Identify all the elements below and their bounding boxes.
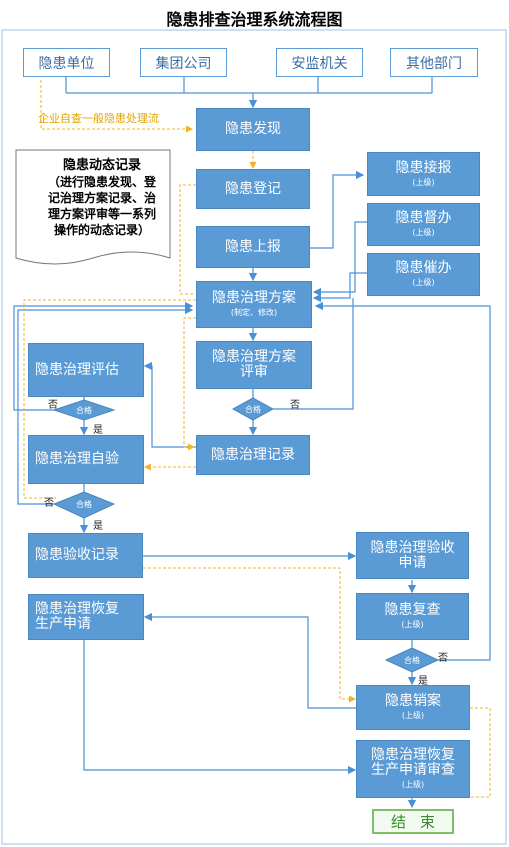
no-label-review: 否 xyxy=(290,400,300,411)
step-report: 隐患上报 xyxy=(196,226,310,268)
decision-label-review: 合格 xyxy=(245,405,261,414)
decision-label-evaluate: 合格 xyxy=(76,406,92,415)
self-check-note: 企业自查一般隐患处理流 xyxy=(38,112,159,125)
step-treat-record: 隐患治理记录 xyxy=(196,435,310,475)
decision-diamond-recheck xyxy=(384,647,440,673)
dynamic-record-line: 记治理方案记录、治 xyxy=(47,191,156,205)
step-receive: 隐患接报 (上级) xyxy=(367,152,480,196)
document-shape xyxy=(15,149,171,265)
step-evaluate: 隐患治理评估 xyxy=(28,343,144,397)
decision-label-recheck: 合格 xyxy=(404,656,420,665)
no-label-evaluate: 否 xyxy=(48,400,58,411)
dynamic-record-heading: 隐患动态记录 xyxy=(62,158,141,173)
step-resume-apply: 隐患治理恢复 生产申请 xyxy=(28,594,144,640)
step-supervise: 隐患督办 (上级) xyxy=(367,203,480,246)
source-other-dept: 其他部门 xyxy=(390,48,478,77)
step-plan: 隐患治理方案 (制定、修改) xyxy=(196,281,312,328)
end-terminal: 结束 xyxy=(372,809,454,834)
decision-diamond-evaluate xyxy=(52,399,116,421)
step-accept-apply: 隐患治理验收 申请 xyxy=(356,532,469,579)
yes-label-recheck: 是 xyxy=(418,676,428,687)
outer-frame xyxy=(1,29,507,845)
source-group: 集团公司 xyxy=(140,48,227,77)
dynamic-record-text: 隐患动态记录 （进行隐患发现、登 记治理方案记录、治 理方案评审等一系列 操作的… xyxy=(26,158,178,238)
page-title: 隐患排查治理系统流程图 xyxy=(166,10,343,29)
source-safety-agency: 安监机关 xyxy=(276,48,363,77)
step-self-check: 隐患治理自验 xyxy=(28,435,144,484)
decision-label-selfcheck: 合格 xyxy=(76,500,92,509)
dynamic-record-line: 操作的动态记录） xyxy=(53,223,150,237)
yes-label-selfcheck: 是 xyxy=(93,521,103,532)
dynamic-record-line: 理方案评审等一系列 xyxy=(47,207,156,221)
yes-label-evaluate: 是 xyxy=(93,425,103,436)
step-recheck: 隐患复查 (上级) xyxy=(356,593,469,640)
decision-diamond-review xyxy=(231,397,275,421)
no-label-selfcheck: 否 xyxy=(44,498,54,509)
source-connectors xyxy=(65,77,433,109)
step-register: 隐患登记 xyxy=(196,169,310,209)
step-accept-record: 隐患验收记录 xyxy=(28,533,143,578)
dynamic-record-line: （进行隐患发现、登 xyxy=(47,175,156,189)
step-discover: 隐患发现 xyxy=(196,108,310,151)
decision-diamond-selfcheck xyxy=(52,491,116,519)
step-plan-review: 隐患治理方案 评审 xyxy=(196,341,312,389)
step-close: 隐患销案 (上级) xyxy=(356,685,470,730)
no-label-recheck: 否 xyxy=(438,653,448,664)
step-urge: 隐患催办 (上级) xyxy=(367,253,480,296)
source-unit: 隐患单位 xyxy=(23,48,110,77)
main-flow-lines xyxy=(13,170,491,809)
step-resume-review: 隐患治理恢复 生产申请审查 (上级) xyxy=(356,740,470,798)
